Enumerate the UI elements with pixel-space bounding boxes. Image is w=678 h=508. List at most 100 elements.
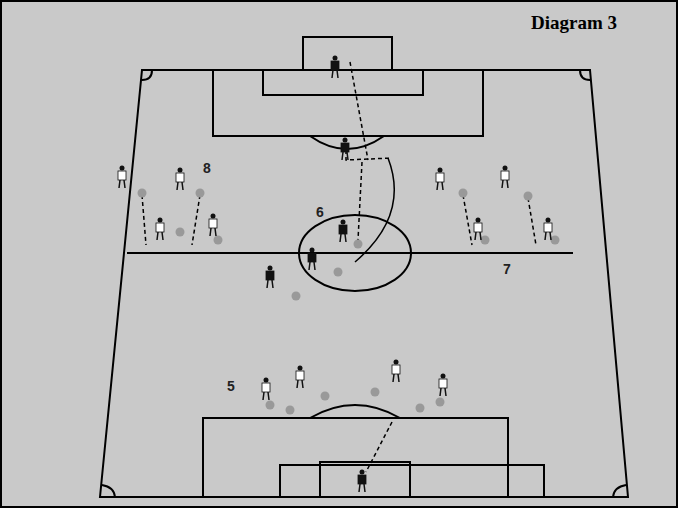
player-head: [333, 56, 338, 61]
diagram-title: Diagram 3: [531, 13, 617, 32]
player-figure: [176, 168, 184, 191]
ball-marker: [551, 236, 560, 245]
player-legs: [502, 180, 508, 188]
player-legs: [267, 280, 273, 288]
penalty-area: [213, 70, 483, 136]
player-shirt: [501, 171, 509, 180]
ball-marker: [459, 189, 468, 198]
run-line: [528, 198, 536, 245]
player-shirt: [339, 225, 347, 234]
player-shirt: [209, 219, 217, 228]
player-legs: [297, 380, 303, 388]
pass-line: [358, 162, 362, 240]
player-legs: [119, 180, 125, 188]
ball-marker: [524, 192, 533, 201]
halfway-line: [127, 252, 573, 254]
ball-marker: [436, 398, 445, 407]
goal: [303, 37, 392, 70]
position-number: 5: [227, 379, 235, 393]
player-head: [158, 218, 163, 223]
player-figure: [118, 166, 126, 189]
pass-line: [350, 62, 368, 160]
player-legs: [263, 392, 269, 400]
pitch-lines: [100, 37, 628, 497]
player-head: [343, 138, 348, 143]
player-figure: [331, 56, 339, 79]
player-figure: [296, 366, 304, 389]
player-figure: [341, 138, 349, 161]
player-head: [546, 218, 551, 223]
ball-marker: [416, 404, 425, 413]
goal: [320, 462, 410, 497]
position-number: 6: [316, 205, 324, 219]
player-shirt: [439, 379, 447, 388]
player-shirt: [436, 173, 444, 182]
player-legs: [210, 228, 216, 236]
player-shirt: [308, 253, 316, 262]
player-head: [503, 166, 508, 171]
player-figure: [209, 214, 217, 237]
player-head: [341, 220, 346, 225]
player-shirt: [262, 383, 270, 392]
ball-marker: [138, 189, 147, 198]
player-legs: [332, 70, 338, 78]
player-legs: [393, 374, 399, 382]
player-head: [120, 166, 125, 171]
player-shirt: [358, 475, 366, 484]
position-number: 8: [203, 161, 211, 175]
player-legs: [177, 182, 183, 190]
corner-arc: [580, 70, 590, 80]
player-legs: [359, 484, 365, 492]
centre-circle: [299, 215, 411, 291]
player-figure: [501, 166, 509, 189]
ball-marker: [321, 392, 330, 401]
player-legs: [440, 388, 446, 396]
player-shirt: [474, 223, 482, 232]
player-figure: [339, 220, 347, 243]
player-head: [360, 470, 365, 475]
player-legs: [342, 152, 348, 160]
player-shirt: [266, 271, 274, 280]
player-head: [438, 168, 443, 173]
player-figure: [544, 218, 552, 241]
player-head: [310, 248, 315, 253]
ball-marker: [266, 401, 275, 410]
player-figure: [262, 378, 270, 401]
player-head: [298, 366, 303, 371]
corner-arc: [142, 70, 152, 80]
run-line: [192, 195, 200, 245]
ball-marker: [286, 406, 295, 415]
player-legs: [340, 234, 346, 242]
ball-marker: [292, 292, 301, 301]
ball-marker: [481, 236, 490, 245]
player-shirt: [341, 143, 349, 152]
penalty-arc: [310, 405, 400, 418]
player-legs: [437, 182, 443, 190]
player-head: [178, 168, 183, 173]
corner-arc: [102, 485, 115, 497]
player-figure: [436, 168, 444, 191]
player-figure: [392, 360, 400, 383]
player-figure: [266, 266, 274, 289]
player-legs: [157, 232, 163, 240]
ball-marker: [354, 240, 363, 249]
run-line: [142, 195, 146, 245]
corner-arc: [613, 485, 626, 497]
player-figure: [439, 374, 447, 397]
player-head: [211, 214, 216, 219]
run-line: [346, 150, 392, 160]
ball-marker: [371, 388, 380, 397]
player-figure: [156, 218, 164, 241]
player-head: [476, 218, 481, 223]
player-head: [268, 266, 273, 271]
player-shirt: [156, 223, 164, 232]
player-shirt: [118, 171, 126, 180]
touchlines: [100, 70, 628, 497]
player-legs: [309, 262, 315, 270]
player-head: [264, 378, 269, 383]
run-line: [463, 195, 472, 245]
player-head: [394, 360, 399, 365]
